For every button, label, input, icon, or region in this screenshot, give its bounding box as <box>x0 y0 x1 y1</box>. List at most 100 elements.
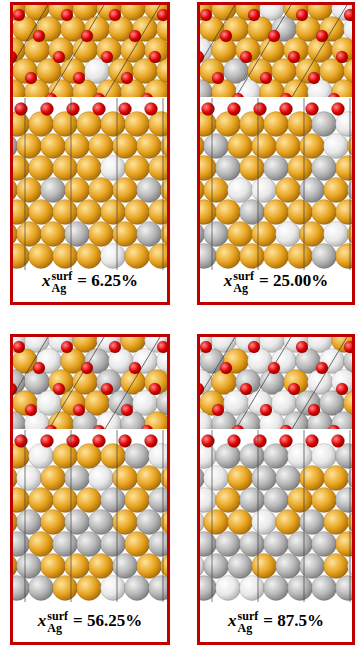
atom <box>216 200 241 225</box>
atom <box>216 156 241 181</box>
cell-line <box>258 98 259 270</box>
atom <box>77 532 102 557</box>
atom <box>125 576 150 601</box>
atom <box>137 554 162 579</box>
index-stack: surfAg <box>238 610 259 634</box>
atom <box>200 532 217 557</box>
atom <box>25 72 37 84</box>
atom <box>200 59 225 84</box>
atom <box>312 444 337 469</box>
atom <box>240 244 265 269</box>
atom <box>288 383 300 395</box>
atom <box>113 510 138 535</box>
atom <box>200 391 225 416</box>
atom <box>280 103 293 116</box>
atom <box>328 93 340 97</box>
atom <box>125 112 150 137</box>
atom <box>264 576 289 601</box>
cell-line <box>304 98 305 270</box>
atom <box>137 222 162 247</box>
atom <box>53 156 78 181</box>
composition-panel: xsurfAg= 87.5% <box>197 334 355 645</box>
cell-line <box>292 5 347 97</box>
atom <box>149 576 168 601</box>
atom <box>336 156 353 181</box>
atom <box>137 178 162 203</box>
atom <box>93 93 105 97</box>
cell-line <box>212 98 213 270</box>
side-view <box>200 430 352 602</box>
superscript: surf <box>233 270 254 282</box>
atom <box>17 178 42 203</box>
atom <box>93 425 105 429</box>
atom <box>121 72 133 84</box>
atom <box>119 435 132 448</box>
cell-line <box>163 98 164 270</box>
atom <box>200 488 217 513</box>
atom <box>264 532 289 557</box>
atom <box>268 362 280 374</box>
atom <box>65 510 90 535</box>
atom <box>17 510 42 535</box>
atom <box>254 435 267 448</box>
atom <box>41 435 54 448</box>
atom <box>13 59 38 84</box>
atom <box>276 222 301 247</box>
atom <box>29 444 54 469</box>
atom <box>288 156 313 181</box>
atom <box>73 72 85 84</box>
atom <box>13 200 30 225</box>
atom <box>200 576 217 601</box>
atom <box>145 103 158 116</box>
atom <box>202 435 215 448</box>
atom <box>216 244 241 269</box>
cell-line <box>117 98 118 270</box>
atom <box>129 30 141 42</box>
atom <box>113 178 138 203</box>
atom <box>41 466 66 491</box>
atom <box>288 200 313 225</box>
atom <box>328 425 340 429</box>
atom <box>216 488 241 513</box>
atom <box>324 510 349 535</box>
index-stack: surfAg <box>47 610 68 634</box>
atom <box>312 532 337 557</box>
atom <box>200 9 212 21</box>
atom <box>220 30 232 42</box>
atom <box>228 134 253 159</box>
atom <box>161 134 168 159</box>
atom <box>89 178 114 203</box>
atom <box>13 383 17 395</box>
atom <box>45 425 57 429</box>
atom <box>200 337 213 353</box>
atom <box>312 576 337 601</box>
atom <box>65 466 90 491</box>
atom <box>61 9 73 21</box>
atom <box>344 341 352 353</box>
atom <box>200 412 213 430</box>
atom <box>240 383 252 395</box>
value: = 56.25% <box>73 611 142 630</box>
atom <box>33 30 45 42</box>
composition-label: xsurfAg= 6.25% <box>16 270 164 294</box>
atom <box>29 576 54 601</box>
atom <box>93 103 106 116</box>
atom <box>41 134 66 159</box>
atom <box>53 383 65 395</box>
atom <box>41 510 66 535</box>
atom <box>53 576 78 601</box>
atom <box>101 488 126 513</box>
atom <box>125 444 150 469</box>
subscript: Ag <box>47 622 68 634</box>
atom <box>336 51 348 63</box>
atom <box>149 200 168 225</box>
atom <box>228 554 253 579</box>
atom <box>252 554 277 579</box>
atom <box>41 554 66 579</box>
atom <box>73 404 85 416</box>
cell-line <box>71 430 72 602</box>
atom <box>200 244 217 269</box>
atom <box>296 341 308 353</box>
cell-line <box>350 98 351 270</box>
